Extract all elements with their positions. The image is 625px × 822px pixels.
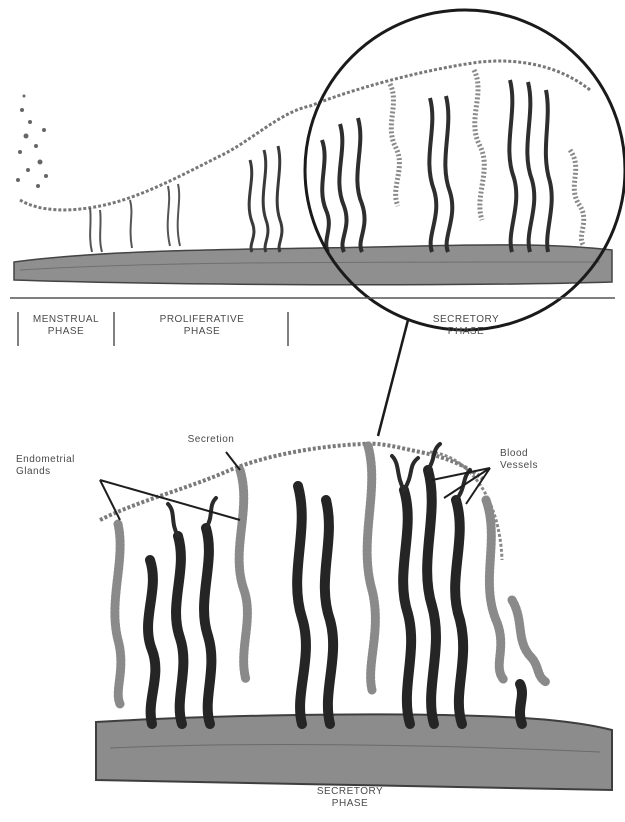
blood-vessels-label: Blood Vessels	[500, 448, 538, 472]
menstrual-phase-line-1: MENSTRUAL	[22, 314, 110, 326]
overview-basal-layer	[14, 245, 612, 285]
endometrial-glands-label: Endometrial Glands	[16, 454, 75, 478]
menstrual-shedding	[16, 95, 48, 189]
detail-illustration	[96, 444, 612, 790]
overview-early-glands	[90, 184, 180, 252]
magnifier-connector-line	[378, 320, 408, 436]
bottom-secretory-line-2: PHASE	[290, 798, 410, 810]
menstrual-phase-label: MENSTRUAL PHASE	[22, 314, 110, 338]
overview-illustration	[14, 10, 625, 436]
menstrual-phase-line-2: PHASE	[22, 326, 110, 338]
bottom-secretory-phase-label: SECRETORY PHASE	[290, 786, 410, 810]
secretory-phase-label: SECRETORY PHASE	[406, 314, 526, 338]
overview-proliferative-vessels	[249, 146, 282, 252]
secretion-callout-line	[226, 452, 240, 470]
endometrial-glands-line-1: Endometrial	[16, 454, 75, 466]
detail-basal-layer	[96, 714, 612, 790]
endometrial-glands-line-2: Glands	[16, 466, 75, 478]
proliferative-phase-label: PROLIFERATIVE PHASE	[140, 314, 264, 338]
overview-secretory-glands	[390, 70, 584, 246]
proliferative-phase-line-2: PHASE	[140, 326, 264, 338]
secretory-phase-line-1: SECRETORY	[406, 314, 526, 326]
secretion-label: Secretion	[166, 434, 256, 446]
blood-vessels-line-2: Vessels	[500, 460, 538, 472]
blood-vessels-line-1: Blood	[500, 448, 538, 460]
bottom-secretory-line-1: SECRETORY	[290, 786, 410, 798]
detail-blood-vessels	[148, 470, 522, 724]
proliferative-phase-line-1: PROLIFERATIVE	[140, 314, 264, 326]
overview-secretory-vessels	[322, 80, 552, 252]
detail-vessel-branches	[168, 444, 470, 536]
secretion-text: Secretion	[166, 434, 256, 446]
secretory-phase-line-2: PHASE	[406, 326, 526, 338]
